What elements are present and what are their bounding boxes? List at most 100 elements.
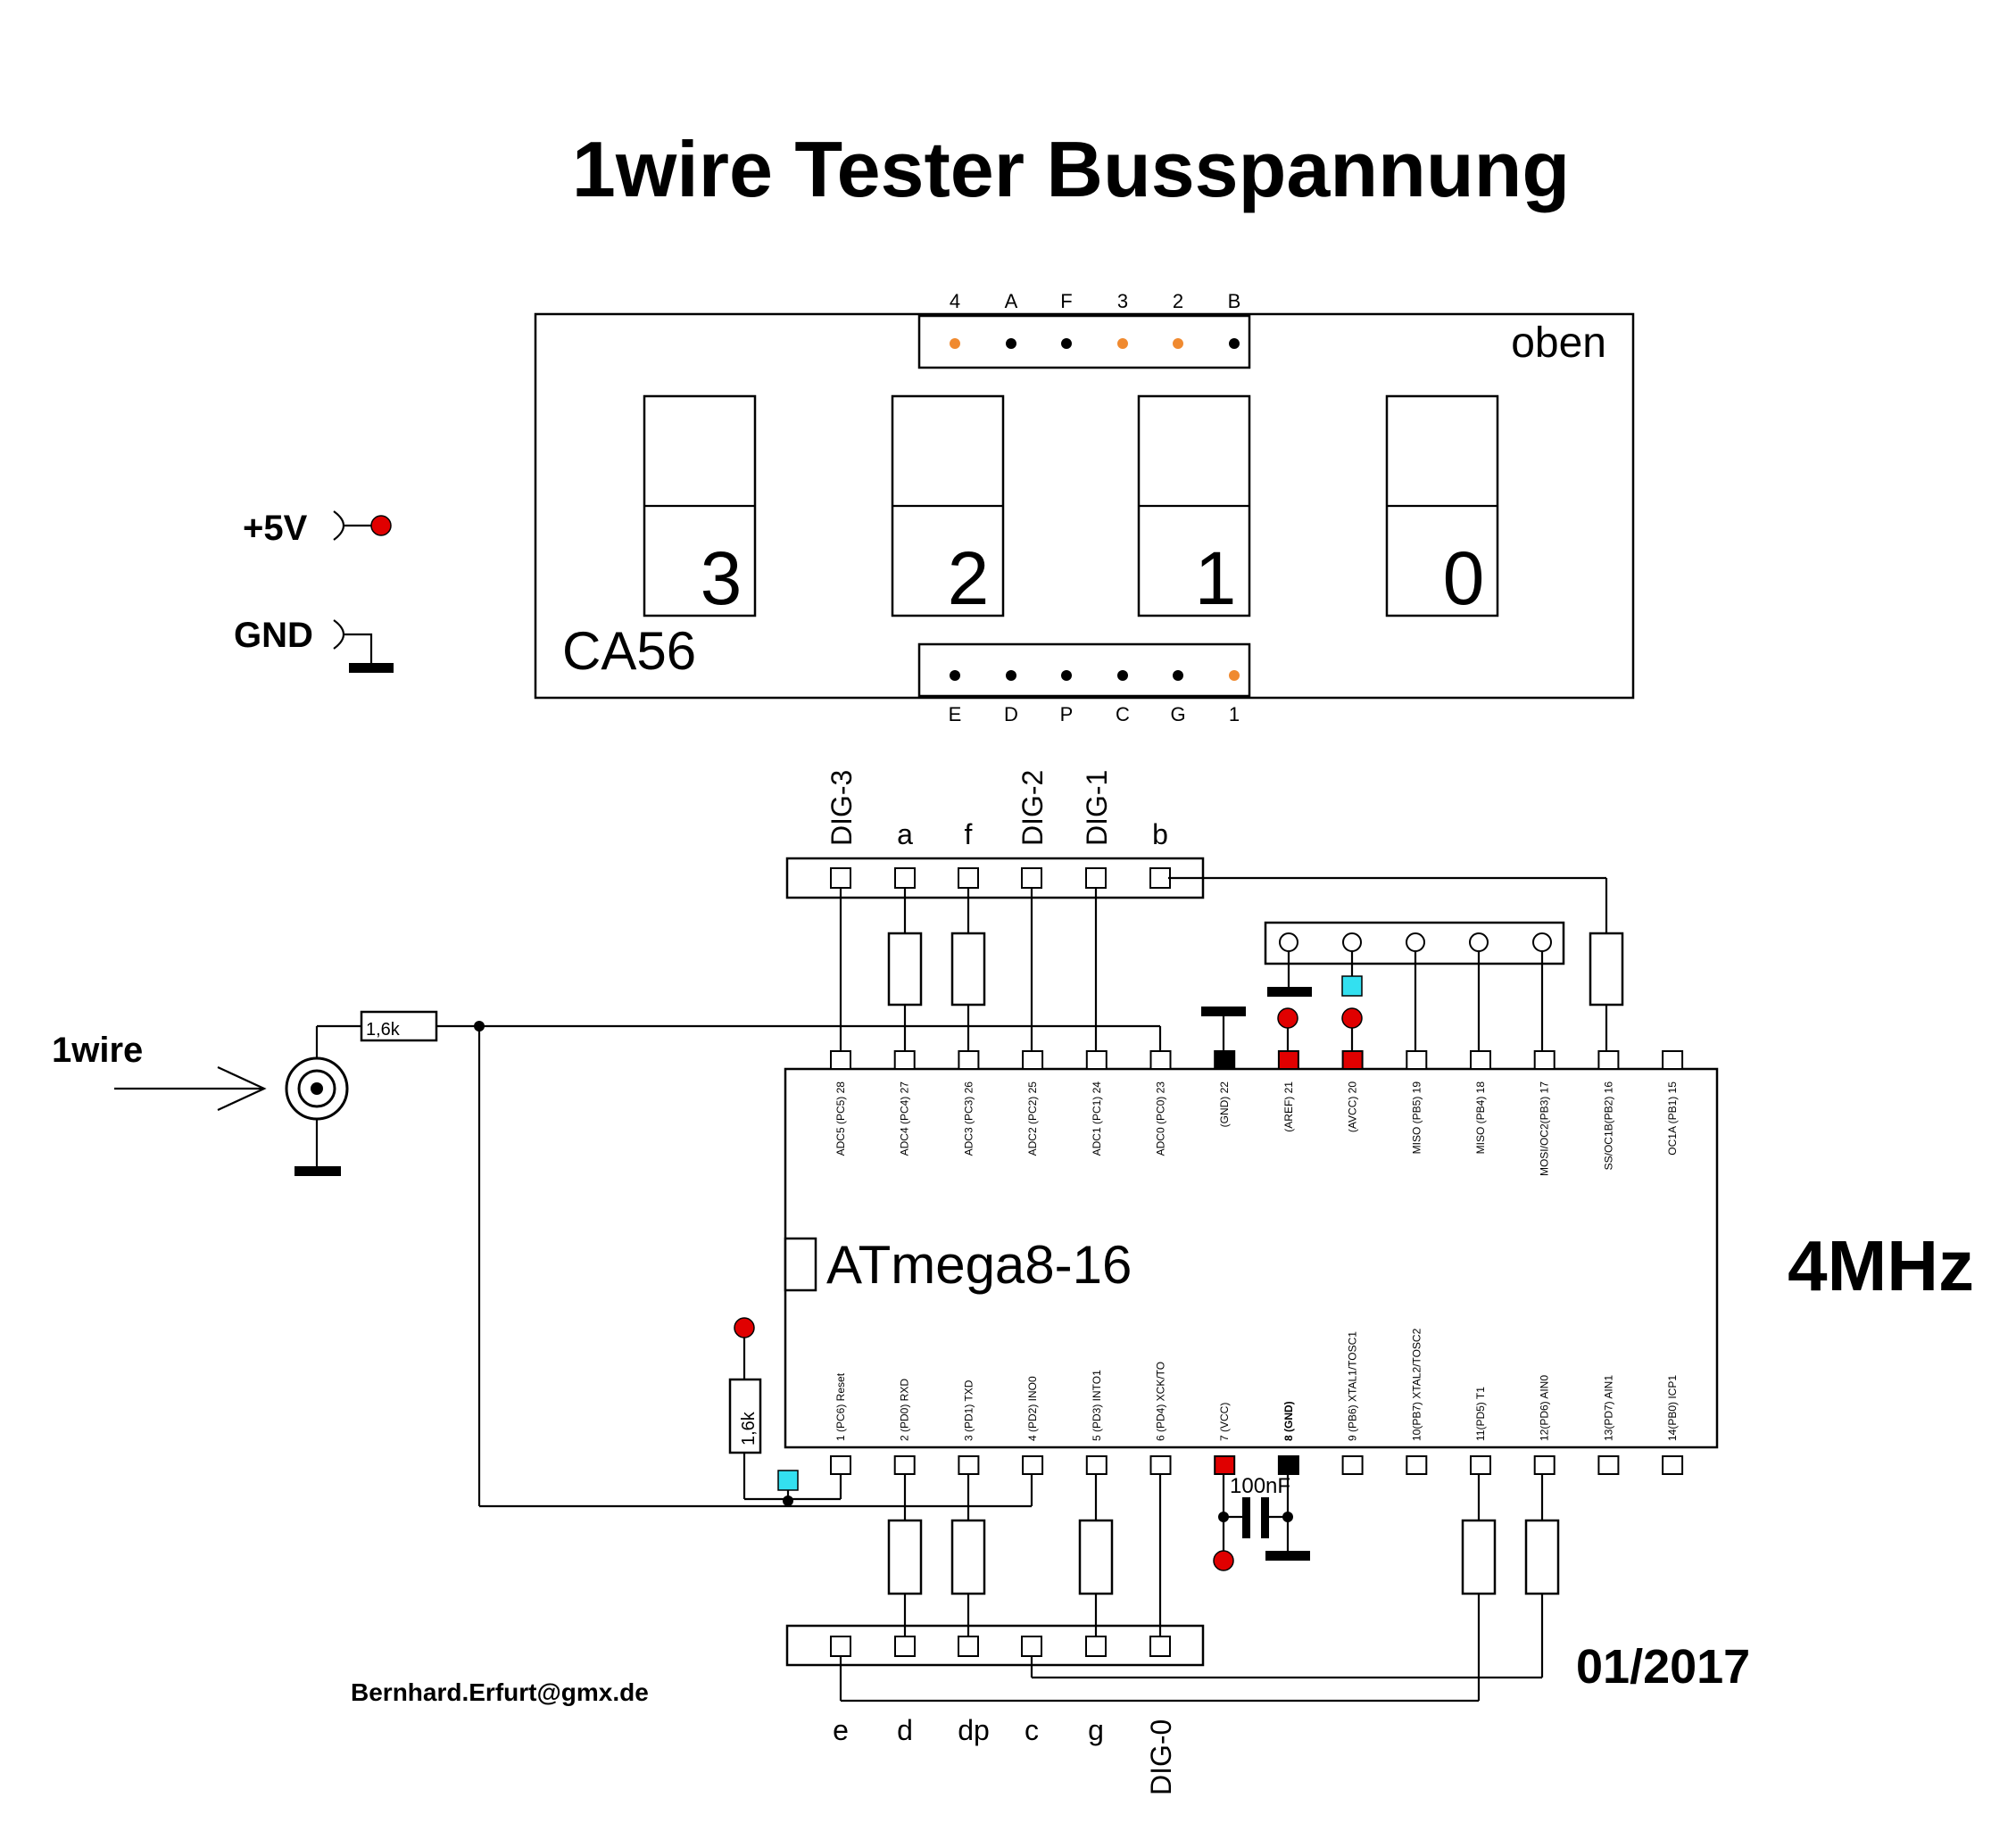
chip-bottom-pin-label: 3 (PD1) TXD (962, 1379, 975, 1441)
bottom-header-pad (830, 1636, 851, 1657)
display-top-pin-dot (1061, 338, 1072, 349)
wiring: 1,6k (436, 876, 1624, 1703)
resistor-d (887, 1519, 923, 1595)
chip-bottom-pin-label: 12(PD6) AIN0 (1539, 1375, 1551, 1441)
reset-resistor (728, 1378, 762, 1454)
chip-bottom-pin-pad (1214, 1455, 1236, 1475)
resistor-g (1078, 1519, 1114, 1595)
top-header-label: DIG-2 (1016, 770, 1049, 846)
display-top-pin-label: 2 (1173, 290, 1183, 312)
avcc-vcc-icon (1341, 1007, 1363, 1029)
isp-pin-3 (1406, 932, 1425, 952)
chip-bottom-pin-pad (1406, 1455, 1428, 1475)
display-orientation-label: oben (1511, 319, 1606, 367)
digit-window-0: 0 (1385, 394, 1499, 620)
chip-bottom-pin-label: 9 (PB6) XTAL1/TOSC1 (1347, 1331, 1359, 1441)
display-top-pin-dot (1173, 338, 1183, 349)
digit-window-1: 1 (1137, 394, 1251, 620)
display-name: CA56 (562, 621, 696, 681)
chip-top-pin-label: ADC2 (PC2) 25 (1026, 1081, 1039, 1156)
chip-bottom-pin-label: 1 (PC6) Reset (834, 1372, 847, 1441)
bottom-header-pad (1149, 1636, 1171, 1657)
chip-bottom-pin-pad (1597, 1455, 1620, 1475)
display-top-pin-strip (917, 314, 1251, 369)
jack-gnd-icon (295, 1166, 341, 1176)
chip-top-pin-pad (1406, 1050, 1428, 1070)
isp-pin-4 (1469, 932, 1489, 952)
resistor-dp (950, 1519, 986, 1595)
chip-bottom-pin-pad (1085, 1455, 1108, 1475)
display-bottom-pin-label: P (1060, 703, 1074, 725)
bottom-header-label: g (1088, 1714, 1104, 1746)
top-header-label: DIG-1 (1081, 770, 1113, 846)
chip-bottom-pin-pad (1149, 1455, 1172, 1475)
chip-bottom-pin-pad (893, 1455, 916, 1475)
top-header-label: b (1152, 818, 1168, 850)
chip-bottom-pin-label: 11(PD5) T1 (1474, 1387, 1487, 1441)
chip-top-pin-pad (1277, 1050, 1299, 1070)
capacitor-icon (1242, 1497, 1269, 1538)
power-legend: +5V GND (234, 509, 394, 673)
chip-top-pin-pad (1022, 1050, 1044, 1070)
input-resistor-label: 1,6k (366, 1020, 401, 1040)
jack-icon (285, 1056, 349, 1121)
bottom-header-label: e (833, 1714, 849, 1746)
display-bottom-pin-label: G (1170, 703, 1185, 725)
chip-top-pin-label: MOSI/OC2(PB3) 17 (1539, 1081, 1551, 1176)
resistor-e (1461, 1519, 1497, 1595)
gnd-symbol-icon (349, 663, 394, 673)
chip-top-pin-label: MISO (PB4) 18 (1474, 1081, 1487, 1155)
chip-bottom-pin-pad (1022, 1455, 1044, 1475)
isp-pin-2 (1342, 932, 1362, 952)
chip-top-pin-label: ADC3 (PC3) 26 (962, 1081, 975, 1156)
chip-top-pin-pad (1341, 1050, 1364, 1070)
bottom-header-label: DIG-0 (1145, 1719, 1177, 1795)
bottom-header-label: d (897, 1714, 913, 1746)
bottom-header-pad (894, 1636, 916, 1657)
top-header-label: f (965, 818, 973, 850)
display-bottom-pin-dot (1117, 670, 1128, 681)
chip-top-pin-label: MISO (PB5) 19 (1410, 1081, 1423, 1155)
display-top-pin-label: 3 (1117, 290, 1128, 312)
gnd-bottom-icon (1265, 1551, 1310, 1561)
bottom-header-pad (958, 1636, 979, 1657)
chip-bottom-pin-label: 2 (PD0) RXD (899, 1379, 911, 1441)
chip-bottom-pin-pad (958, 1455, 980, 1475)
resistor-b (1589, 932, 1624, 1007)
vcc-connector-icon (333, 510, 345, 541)
display-top-pin-dot (1006, 338, 1016, 349)
isp-pin-1 (1279, 932, 1298, 952)
digit-1-label: 1 (1195, 536, 1237, 620)
chip-notch (784, 1237, 817, 1292)
display-top-pin-dot (1117, 338, 1128, 349)
chip-top-pin-pad (893, 1050, 916, 1070)
chip-bottom-pin-pad (1533, 1455, 1556, 1475)
schematic-title: 1wire Tester Busspannung (572, 125, 1570, 213)
chip-top-pin-pad (1662, 1050, 1684, 1070)
chip-top-pin-label: (AREF) 21 (1282, 1081, 1295, 1132)
top-header-pad (1085, 867, 1107, 889)
display-top-pin-label: B (1228, 290, 1241, 312)
display-bottom-pin-dot (1229, 670, 1240, 681)
top-header-pad (1149, 867, 1171, 889)
display-top-pin-dot (950, 338, 960, 349)
chip-bottom-pin-label: 10(PB7) XTAL2/TOSC2 (1410, 1328, 1423, 1441)
chip-bottom-pin-label: 7 (VCC) (1218, 1403, 1231, 1441)
chip-bottom-pin-pad (1341, 1455, 1364, 1475)
chip-bottom-pin-label: 13(PD7) AIN1 (1602, 1375, 1614, 1441)
author-email: Bernhard.Erfurt@gmx.de (351, 1678, 649, 1706)
isp-vcc-marker-icon (1341, 975, 1363, 997)
display-top-pin-dot (1229, 338, 1240, 349)
capacitor-label: 100nF (1230, 1474, 1290, 1498)
chip-top-pin-pad (1470, 1050, 1491, 1070)
display-bottom-pin-label: 1 (1229, 703, 1240, 725)
chip-top-pin-pad (1149, 1050, 1172, 1070)
aref-vcc-icon (1277, 1007, 1298, 1029)
display-top-pin-label: A (1005, 290, 1018, 312)
